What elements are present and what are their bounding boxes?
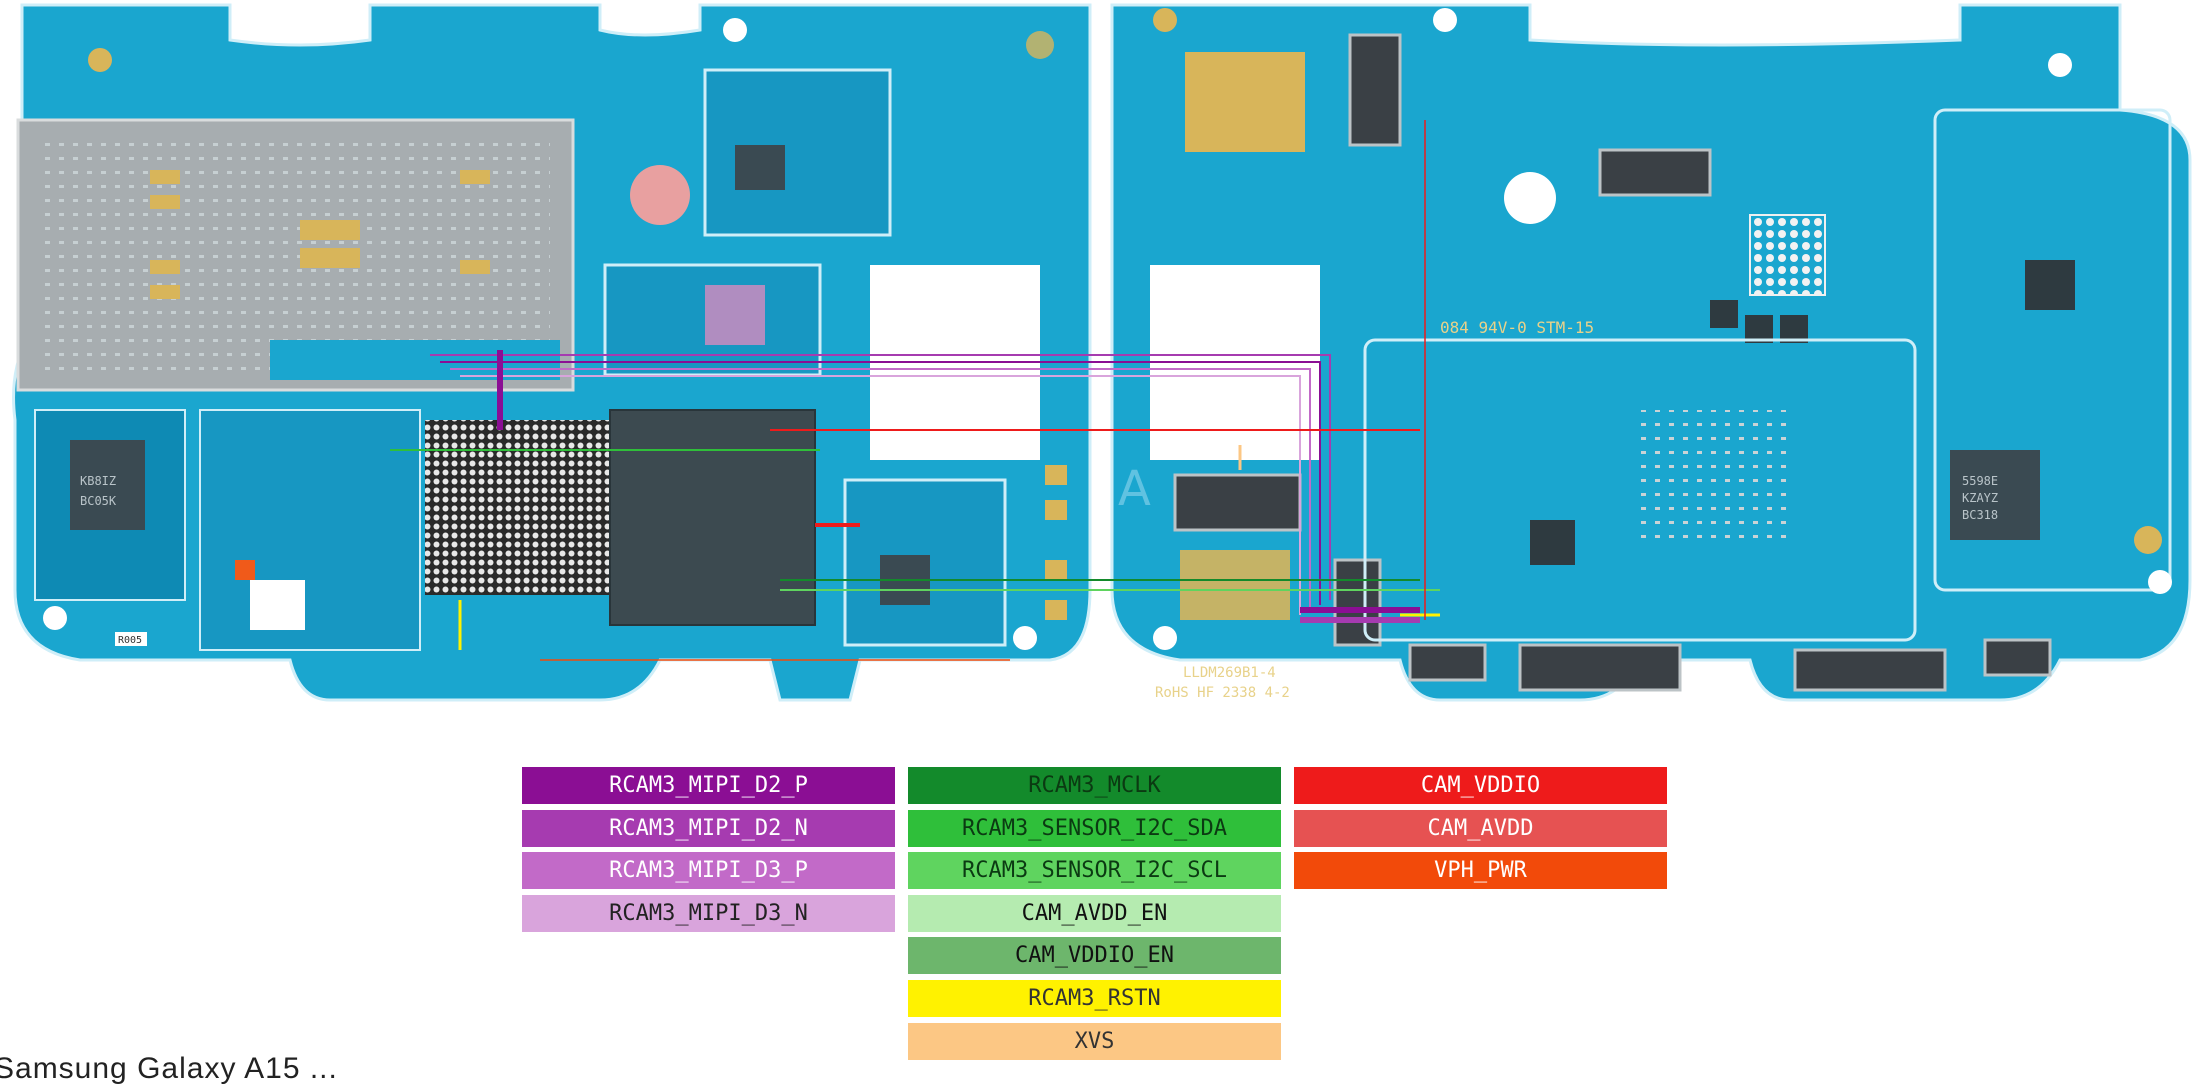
signal-traces bbox=[390, 120, 1440, 661]
svg-text:KB8IZ: KB8IZ bbox=[80, 474, 116, 488]
left-board-marking: R005 bbox=[118, 635, 142, 646]
legend-item-rcam3-mipi-d3-n: RCAM3_MIPI_D3_N bbox=[522, 894, 895, 932]
legend-item-cam-avdd-en: CAM_AVDD_EN bbox=[908, 894, 1281, 932]
right-board-marking-2: LLDM269B1-4 bbox=[1183, 665, 1276, 681]
legend-item-rcam3-mipi-d3-p: RCAM3_MIPI_D3_P bbox=[522, 852, 895, 890]
legend-item-rcam3-mclk: RCAM3_MCLK bbox=[908, 767, 1281, 804]
legend-item-cam-vddio: CAM_VDDIO bbox=[1294, 767, 1667, 804]
pcb-illustration: KB8IZ BC05K R005 bbox=[12, 3, 2192, 702]
legend-column-control: RCAM3_MCLK RCAM3_SENSOR_I2C_SDA RCAM3_SENS… bbox=[908, 767, 1281, 1065]
right-board-marking-3: RoHS HF 2338 4-2 bbox=[1155, 685, 1290, 701]
right-board-marking-1: 084 94V-0 STM-15 bbox=[1440, 318, 1594, 337]
footer-cut-text: Samsung Galaxy A15 ... bbox=[0, 1052, 338, 1085]
legend-item-cam-vddio-en: CAM_VDDIO_EN bbox=[908, 937, 1281, 975]
legend-item-rcam3-sensor-i2c-scl: RCAM3_SENSOR_I2C_SCL bbox=[908, 852, 1281, 890]
legend-item-rcam3-rstn: RCAM3_RSTN bbox=[908, 979, 1281, 1017]
pcb-board-photo: KB8IZ BC05K R005 bbox=[12, 3, 2192, 702]
legend-item-rcam3-sensor-i2c-sda: RCAM3_SENSOR_I2C_SDA bbox=[908, 809, 1281, 847]
svg-text:BC05K: BC05K bbox=[80, 494, 117, 508]
svg-text:5598E: 5598E bbox=[1962, 474, 1998, 488]
legend-item-rcam3-mipi-d2-n: RCAM3_MIPI_D2_N bbox=[522, 809, 895, 847]
legend-item-xvs: XVS bbox=[908, 1022, 1281, 1060]
legend-item-rcam3-mipi-d2-p: RCAM3_MIPI_D2_P bbox=[522, 767, 895, 804]
svg-text:KZAYZ: KZAYZ bbox=[1962, 491, 1998, 505]
left-board: KB8IZ BC05K R005 bbox=[12, 3, 1092, 702]
legend-column-mipi: RCAM3_MIPI_D2_P RCAM3_MIPI_D2_N RCAM3_MIPI… bbox=[522, 767, 895, 937]
legend-item-cam-avdd: CAM_AVDD bbox=[1294, 809, 1667, 847]
right-board: 5598E KZAYZ BC318 084 94V-0 STM-15 LLDM2… bbox=[1110, 3, 2192, 702]
svg-text:BC318: BC318 bbox=[1962, 508, 1998, 522]
legend-item-vph-pwr: VPH_PWR bbox=[1294, 852, 1667, 890]
legend-column-power: CAM_VDDIO CAM_AVDD VPH_PWR bbox=[1294, 767, 1667, 895]
watermark-a: A bbox=[1118, 461, 1151, 517]
